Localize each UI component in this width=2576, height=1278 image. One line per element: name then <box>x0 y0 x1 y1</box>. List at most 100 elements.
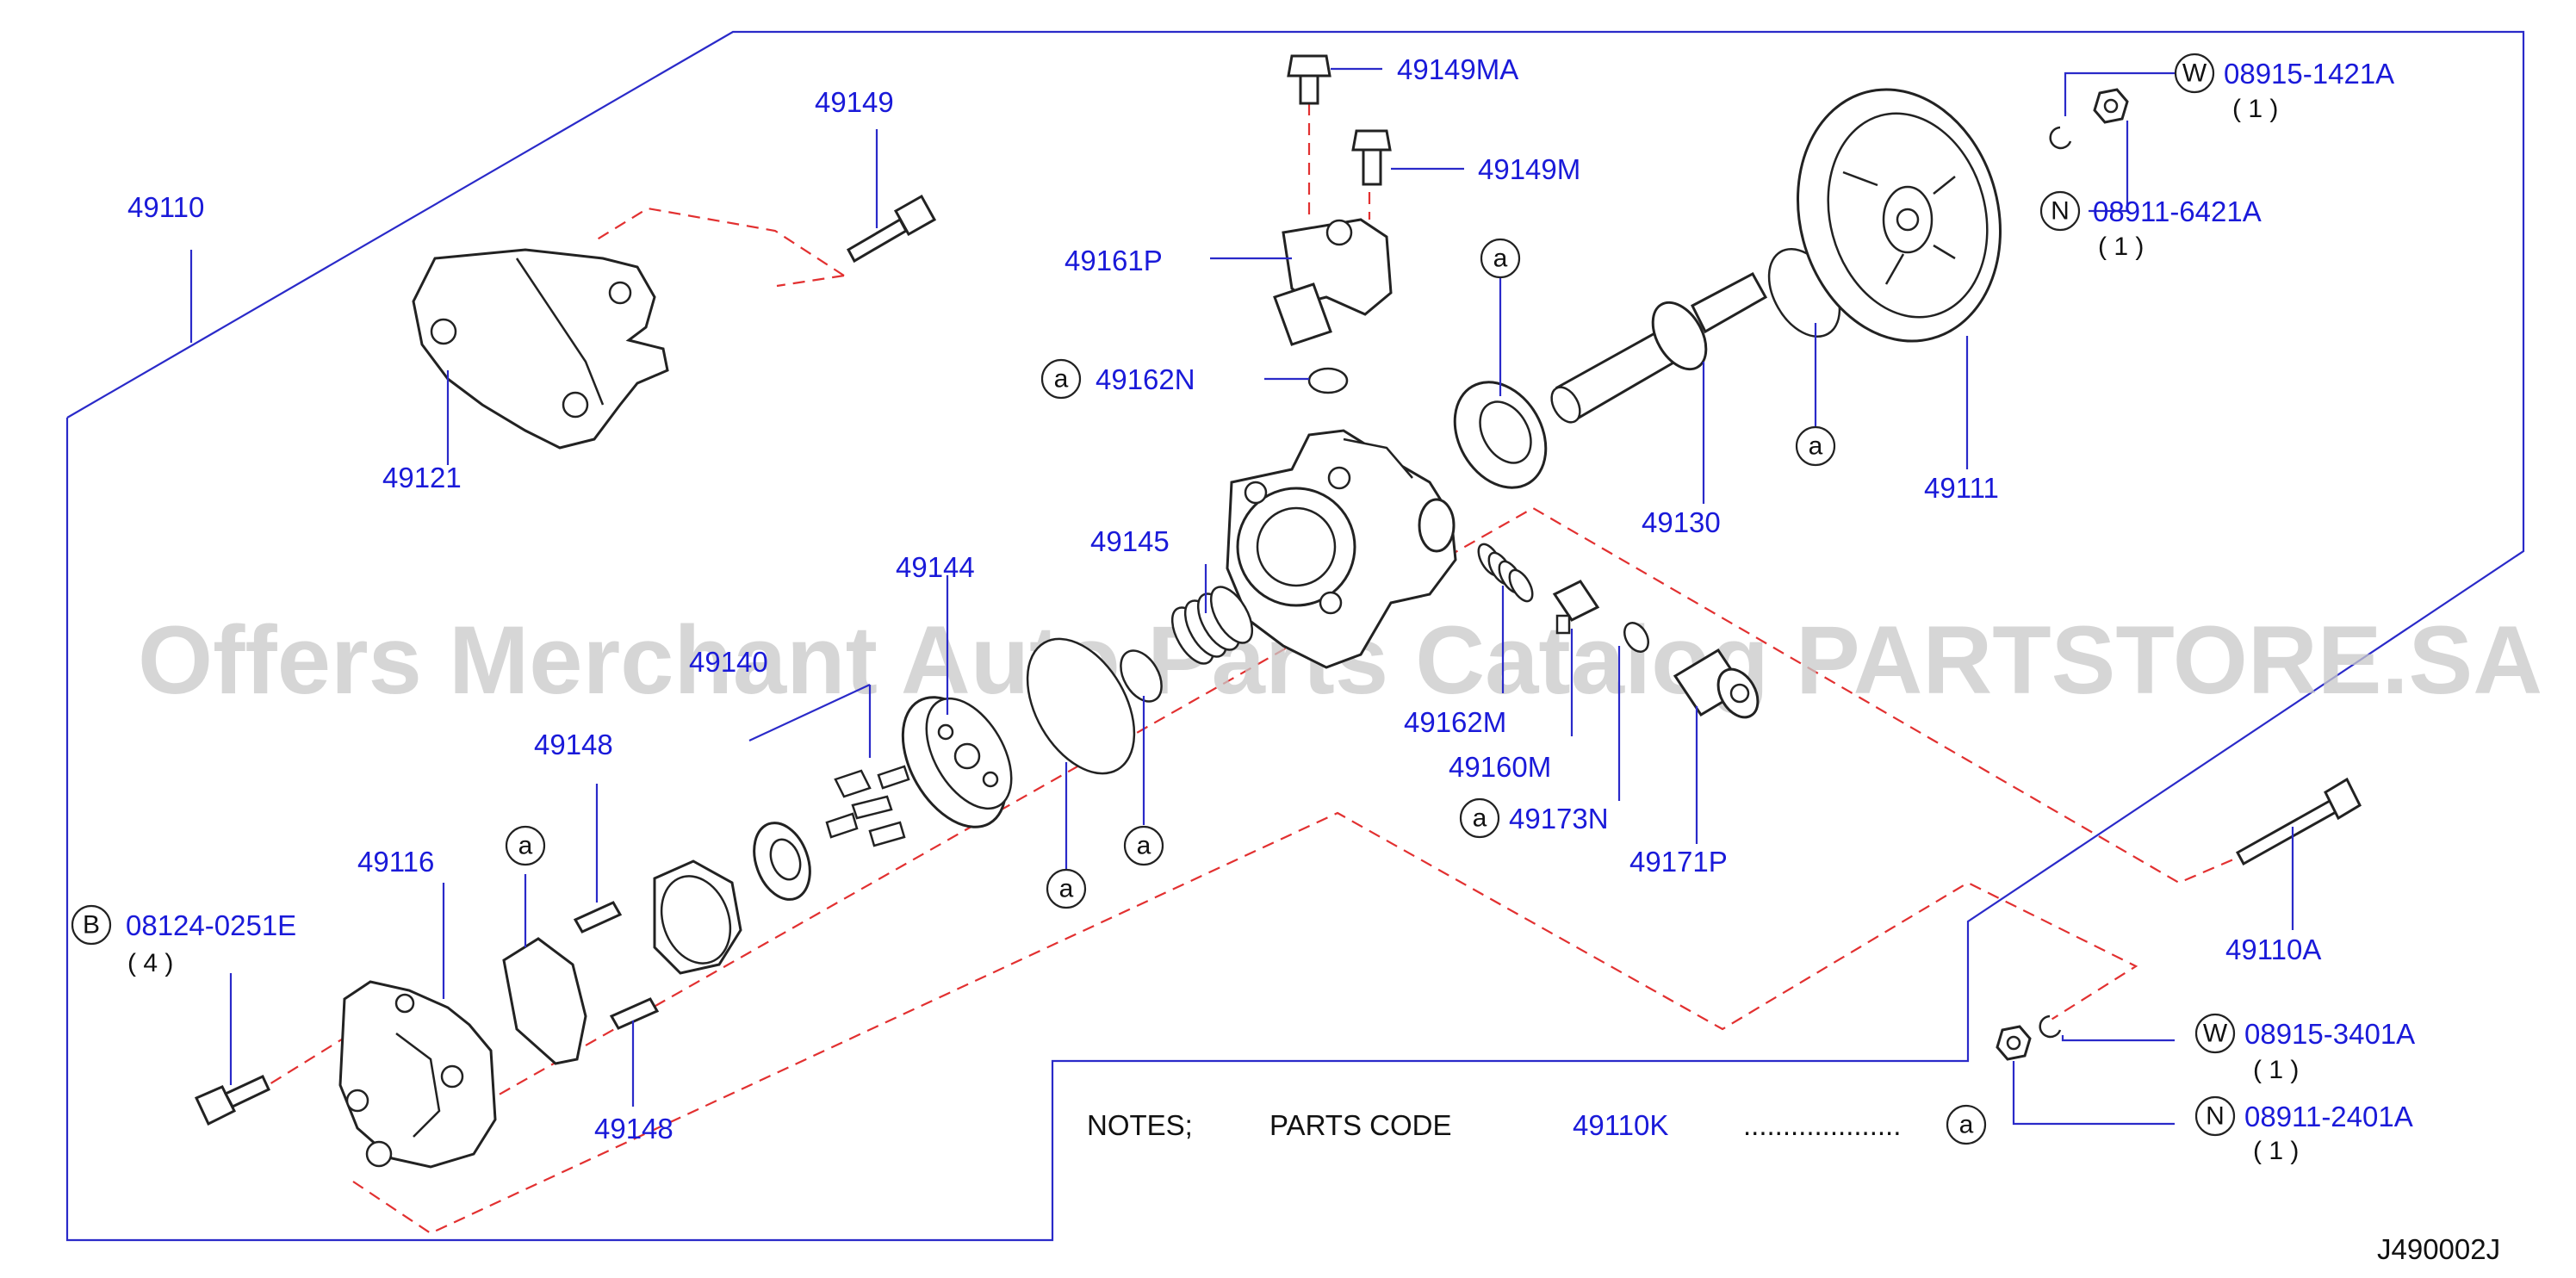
o-ring-large <box>1026 637 1136 775</box>
alignment-line-main-lower <box>352 811 2138 1235</box>
svg-text:a: a <box>1137 832 1151 860</box>
svg-text:a: a <box>1054 365 1069 394</box>
label-08124-0251E[interactable]: 08124-0251E <box>126 909 296 941</box>
label-08915-3401A[interactable]: 08915-3401A <box>2244 1018 2415 1050</box>
marker-a-49173N: a <box>1459 797 1500 839</box>
notes-code-49110K[interactable]: 49110K <box>1573 1109 1668 1141</box>
bolt-49149M <box>1351 129 1392 186</box>
valve-49160M <box>1552 580 1600 635</box>
diagram-code: J490002J <box>2377 1233 2500 1265</box>
marker-a-49162N: a <box>1040 358 1082 400</box>
nut-08911-2401A <box>1996 1025 2032 1061</box>
label-49173N[interactable]: 49173N <box>1509 803 1609 834</box>
label-49116[interactable]: 49116 <box>357 846 434 878</box>
svg-text:a: a <box>518 832 533 860</box>
label-49161P[interactable]: 49161P <box>1065 245 1163 276</box>
marker-n-08911-2401A: N <box>2194 1095 2236 1137</box>
plug-49171P <box>1673 648 1760 719</box>
svg-text:a: a <box>1493 245 1508 273</box>
svg-text:N: N <box>2206 1102 2225 1131</box>
nut-08911-6421A <box>2093 88 2129 124</box>
leader-08911-6421A <box>2089 121 2129 213</box>
marker-b-08124-0251E: B <box>71 904 112 946</box>
rotor <box>753 822 811 901</box>
gasket <box>502 937 587 1065</box>
qty-08915-3401A: ( 1 ) <box>2253 1056 2299 1084</box>
marker-a-seal: a <box>1480 238 1521 279</box>
spring-49162M <box>1477 543 1534 603</box>
label-49160M[interactable]: 49160M <box>1449 751 1551 783</box>
bracket-49121 <box>412 248 669 450</box>
qty-08911-2401A: ( 1 ) <box>2253 1137 2299 1165</box>
notes-dots: .................... <box>1743 1109 1901 1141</box>
pump-body <box>1226 429 1457 669</box>
cam-ring <box>653 859 742 975</box>
pin-49148-upper <box>573 901 623 934</box>
o-ring-49173N <box>1623 622 1649 653</box>
leader-49140-b <box>748 684 871 741</box>
marker-n-08911-6421A: N <box>2039 190 2081 232</box>
rear-cover-49116 <box>338 980 497 1169</box>
label-49110A[interactable]: 49110A <box>2225 934 2321 965</box>
label-49121[interactable]: 49121 <box>382 462 462 493</box>
svg-text:a: a <box>1959 1111 1974 1139</box>
alignment-line-bracket <box>593 207 845 276</box>
pin-49148-lower <box>609 997 660 1030</box>
svg-text:a: a <box>1809 432 1823 461</box>
svg-text:W: W <box>2203 1020 2228 1048</box>
bolt-49149MA <box>1287 54 1331 105</box>
label-08911-2401A[interactable]: 08911-2401A <box>2244 1101 2413 1132</box>
bolt-08124-0251E <box>194 1075 270 1126</box>
marker-a-o-ring-small: a <box>1123 825 1164 866</box>
label-49145[interactable]: 49145 <box>1090 525 1170 557</box>
label-49144[interactable]: 49144 <box>896 551 975 583</box>
marker-a-snap-ring: a <box>1795 425 1836 467</box>
plate-49144 <box>901 696 1013 828</box>
alignment-line-bolt-left <box>253 1037 345 1095</box>
label-49171P[interactable]: 49171P <box>1629 846 1728 878</box>
marker-a-o-ring-large: a <box>1046 868 1087 909</box>
label-49149[interactable]: 49149 <box>815 86 894 118</box>
notes-prefix: NOTES; <box>1087 1109 1193 1141</box>
connector-49161P <box>1273 218 1393 346</box>
svg-text:B: B <box>83 911 100 940</box>
marker-w-08915-1421A: W <box>2174 53 2215 94</box>
assembly-frame <box>65 30 2525 1242</box>
leader-08915-3401A <box>2061 1035 2175 1042</box>
bolt-49110A <box>2235 777 2362 866</box>
washer-08915-1421A <box>2049 126 2072 150</box>
alignment-line-bracket-2 <box>776 274 845 288</box>
leader-08915-1421A <box>2064 71 2175 116</box>
label-08911-6421A[interactable]: 08911-6421A <box>2093 195 2262 227</box>
svg-text:N: N <box>2051 197 2070 226</box>
washer-08915-3401A <box>2039 1014 2062 1039</box>
o-ring-49162N <box>1307 367 1349 394</box>
svg-text:a: a <box>1473 804 1487 833</box>
spring-49145 <box>1170 586 1254 665</box>
qty-08911-6421A: ( 1 ) <box>2098 233 2144 261</box>
label-49140[interactable]: 49140 <box>689 646 768 678</box>
label-49162M[interactable]: 49162M <box>1404 706 1506 738</box>
label-49111[interactable]: 49111 <box>1924 472 1999 504</box>
label-49148-upper[interactable]: 49148 <box>534 729 613 760</box>
seal <box>1453 381 1548 489</box>
label-08915-1421A[interactable]: 08915-1421A <box>2224 58 2394 90</box>
marker-a-notes: a <box>1946 1104 1987 1145</box>
label-49149M[interactable]: 49149M <box>1478 153 1580 185</box>
label-49162N[interactable]: 49162N <box>1096 363 1195 395</box>
shaft-49130 <box>1550 271 1768 424</box>
label-49130[interactable]: 49130 <box>1642 506 1721 538</box>
cartridge-vanes <box>825 765 910 847</box>
qty-08915-1421A: ( 1 ) <box>2232 95 2278 123</box>
marker-a-gasket: a <box>505 825 546 866</box>
label-49148-lower[interactable]: 49148 <box>594 1113 673 1145</box>
marker-w-08915-3401A: W <box>2194 1013 2236 1054</box>
notes-parts-code: PARTS CODE <box>1269 1109 1452 1141</box>
label-49149MA[interactable]: 49149MA <box>1397 53 1518 85</box>
label-49110[interactable]: 49110 <box>127 191 204 223</box>
alignment-line-main-upper <box>481 506 2240 1105</box>
qty-08124-0251E: ( 4 ) <box>127 949 173 977</box>
o-ring-small <box>1120 649 1163 703</box>
svg-text:W: W <box>2182 59 2207 88</box>
